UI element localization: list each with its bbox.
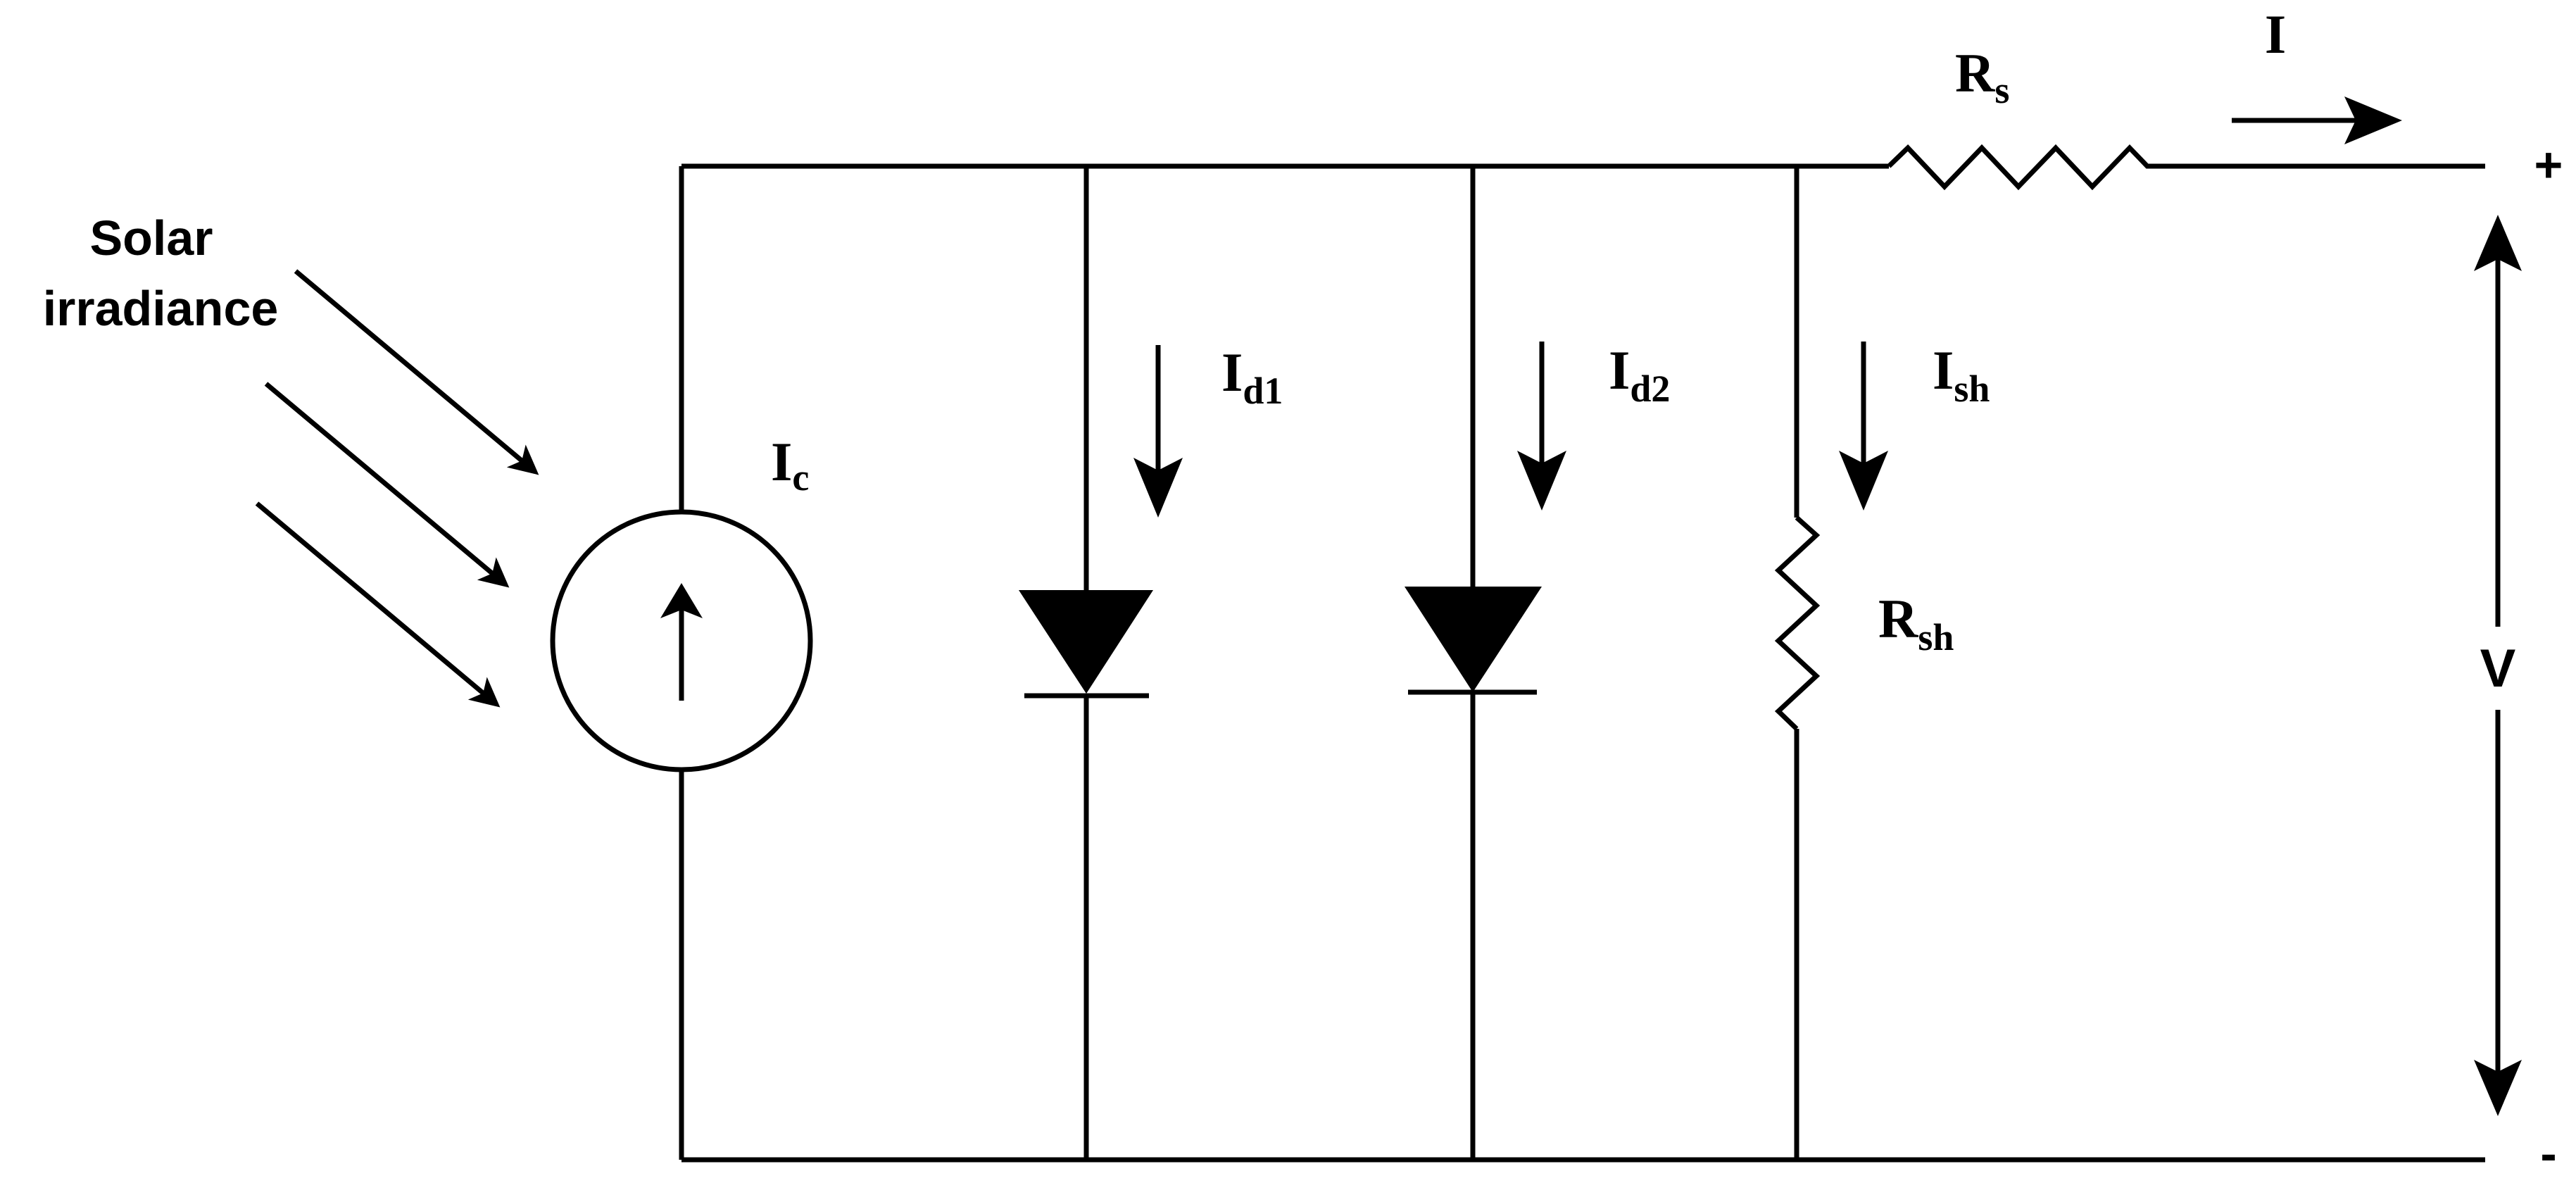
shunt-resistor-icon <box>1774 515 1821 731</box>
shunt-current-label: Ish <box>1933 339 1990 410</box>
shunt-resistor-label: Rsh <box>1878 588 1954 658</box>
voltage-arrowhead-down <box>2474 1060 2522 1116</box>
current-source-arrowhead <box>660 583 703 618</box>
voltage-arrowhead-up <box>2474 215 2522 271</box>
current-source <box>550 509 813 772</box>
series-resistor-label: Rs <box>1955 42 2009 111</box>
diode1-current-arrowhead <box>1133 458 1183 518</box>
irradiance-arrow-1 <box>294 269 539 475</box>
diode2-current-label: Id2 <box>1609 339 1670 410</box>
output-current-arrowhead <box>2344 96 2402 144</box>
diode1-icon <box>1019 590 1153 694</box>
diode2-icon <box>1405 587 1542 692</box>
solar-irradiance-label-line1: Solar <box>89 211 213 265</box>
source-current-label: Ic <box>771 431 809 499</box>
series-resistor-icon <box>1887 144 2154 191</box>
positive-terminal-label: + <box>2534 137 2563 192</box>
irradiance-arrow-2 <box>264 382 510 588</box>
diode2-current-arrowhead <box>1517 451 1566 511</box>
shunt-current-arrowhead <box>1839 451 1888 511</box>
irradiance-arrows <box>255 269 539 708</box>
solar-irradiance-label-line2: irradiance <box>43 281 279 336</box>
irradiance-arrow-3 <box>255 501 501 708</box>
diode1-current-label: Id1 <box>1221 342 1283 412</box>
output-current-label: I <box>2265 4 2286 65</box>
voltage-label: V <box>2480 639 2516 699</box>
negative-terminal-label: - <box>2540 1126 2556 1181</box>
